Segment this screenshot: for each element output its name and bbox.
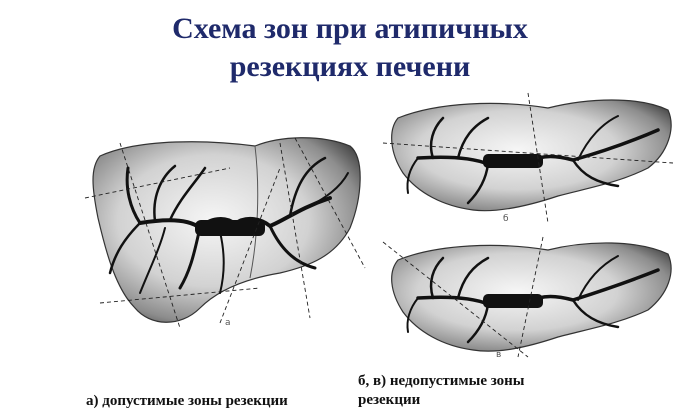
- portal-hilum-a: [195, 220, 265, 236]
- liver-diagram-a: а: [80, 128, 370, 333]
- resection-lines-c: [382, 236, 544, 358]
- resection-lines-a: [84, 137, 366, 329]
- vascular-tree-a: [108, 156, 349, 294]
- title-line-2: резекциях печени: [229, 50, 471, 83]
- caption-right-line-1: б, в) недопустимые зоны: [358, 373, 525, 389]
- figure-letter-b: б: [503, 214, 509, 224]
- liver-diagram-b: б: [378, 88, 678, 228]
- portal-hilum-b: [483, 154, 543, 168]
- caption-right: б, в) недопустимые зоны резекции: [358, 372, 525, 410]
- caption-right-line-2: резекции: [358, 392, 421, 408]
- portal-hilum-c: [483, 294, 543, 308]
- title-line-1: Схема зон при атипичных: [172, 12, 528, 45]
- caption-left: а) допустимые зоны резекции: [86, 393, 288, 409]
- slide-title: Схема зон при атипичных резекциях печени: [0, 10, 700, 86]
- figure-letter-a: а: [225, 318, 231, 328]
- resection-lines-b: [382, 92, 674, 224]
- figure-letter-c: в: [496, 350, 502, 360]
- liver-diagram-c: в: [378, 232, 678, 362]
